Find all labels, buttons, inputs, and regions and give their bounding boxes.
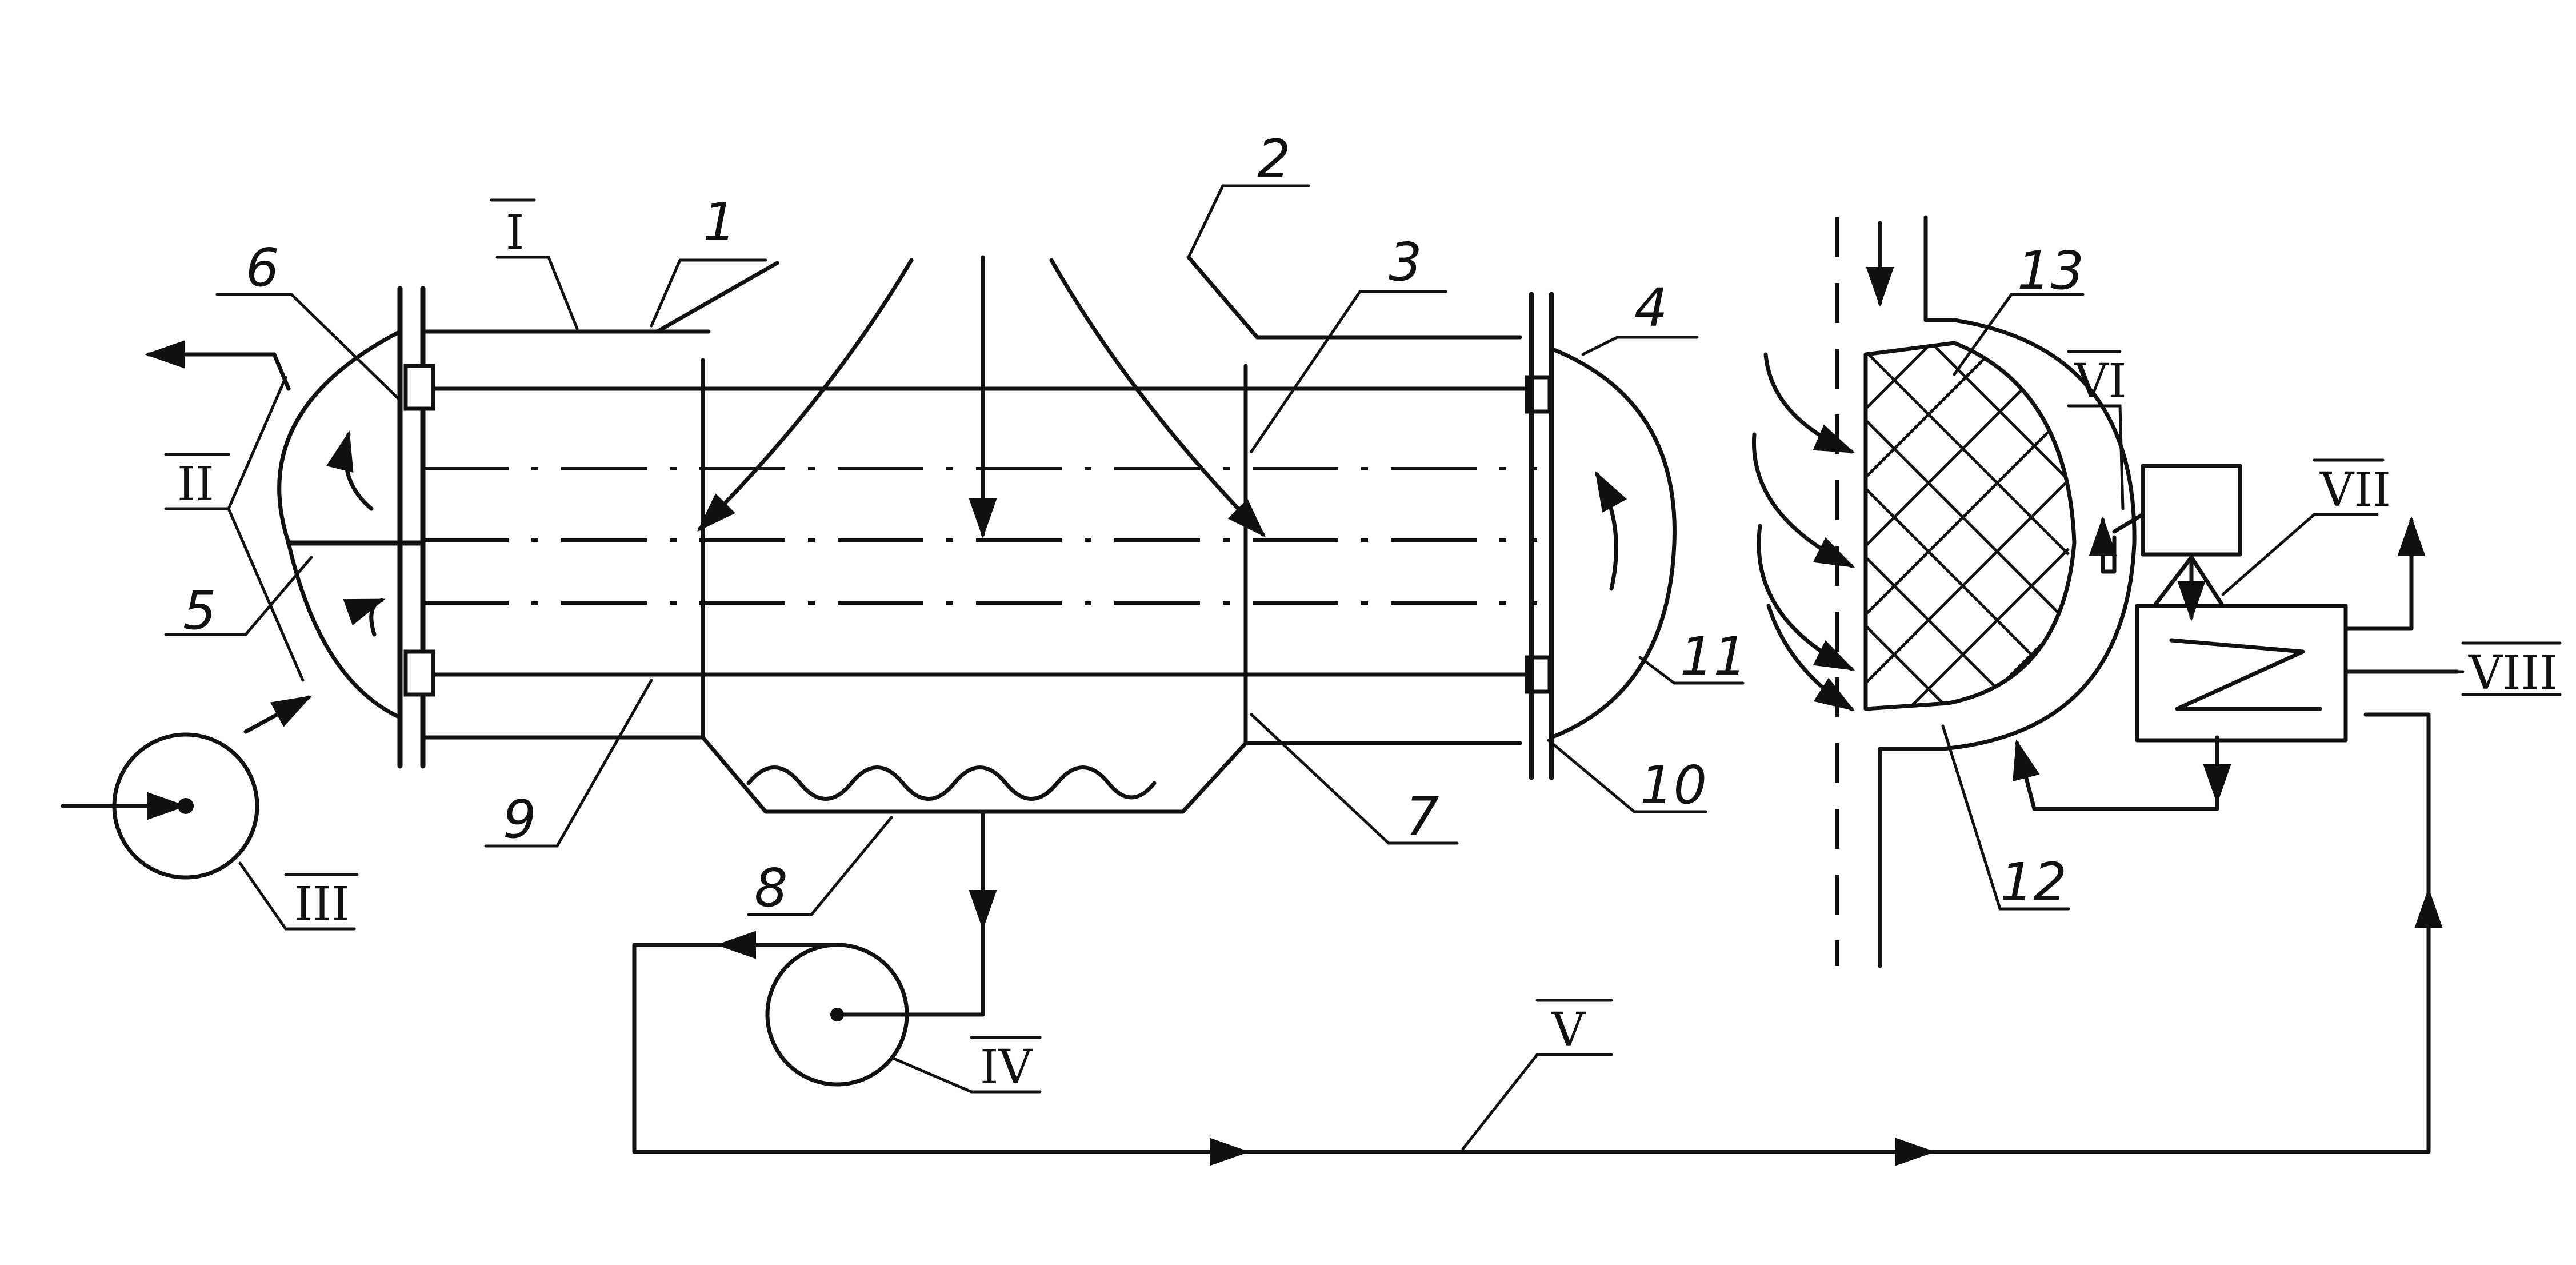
label-13: 13 <box>2017 240 2084 301</box>
tube-bundle <box>403 364 1552 697</box>
label-III: III <box>294 877 350 932</box>
label-10: 10 <box>1640 755 1707 816</box>
label-12: 12 <box>2000 852 2067 913</box>
fan-iii <box>61 732 259 880</box>
label-VIII: VIII <box>2468 646 2558 700</box>
shell <box>421 255 1522 814</box>
label-V: V <box>1551 1003 1586 1058</box>
right-head <box>1529 292 1677 780</box>
label-I: I <box>506 206 524 260</box>
label-VII: VII <box>2319 463 2391 517</box>
pump-iv <box>632 712 2443 1166</box>
label-4: 4 <box>1634 277 1668 338</box>
label-5: 5 <box>183 580 217 641</box>
label-2: 2 <box>1257 129 1291 190</box>
gas-flow-arrows <box>697 255 1266 538</box>
label-6: 6 <box>246 237 279 298</box>
label-IV: IV <box>980 1040 1033 1095</box>
left-head <box>145 286 426 769</box>
separator-boxes <box>2089 464 2459 743</box>
label-7: 7 <box>1406 786 1439 847</box>
label-II: II <box>177 457 214 512</box>
label-8: 8 <box>754 857 788 919</box>
label-3: 3 <box>1389 232 1422 293</box>
label-1: 1 <box>703 191 737 253</box>
leader-lines <box>164 184 2465 1151</box>
labels: 1 2 3 4 5 6 7 8 9 10 11 12 13 I II III I… <box>164 129 2562 1095</box>
label-11: 11 <box>1680 626 1747 687</box>
label-VI: VI <box>2074 354 2127 409</box>
label-9: 9 <box>503 789 537 850</box>
